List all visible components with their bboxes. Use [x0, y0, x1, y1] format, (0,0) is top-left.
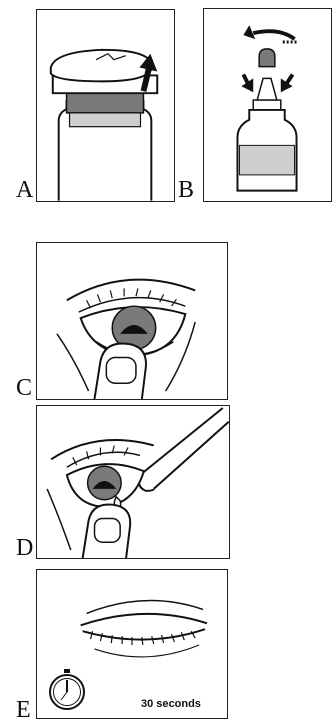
step-c-panel — [36, 242, 228, 400]
dropper-bottle-illustration — [204, 9, 331, 201]
step-b-panel — [203, 8, 332, 202]
stopwatch-icon — [47, 668, 87, 712]
duration-caption: 30 seconds — [141, 698, 201, 710]
step-letter-d: D — [16, 536, 33, 560]
step-letter-e: E — [16, 698, 31, 722]
step-d-panel — [36, 405, 230, 559]
lower-eyelid-pull-illustration — [37, 243, 227, 399]
step-a-panel — [36, 9, 175, 202]
step-e-panel: 30 seconds — [36, 569, 228, 719]
step-letter-c: C — [16, 376, 32, 400]
step-letter-a: A — [16, 178, 33, 202]
step-letter-b: B — [178, 178, 194, 202]
apply-drop-illustration — [37, 406, 229, 558]
vial-cap-open-illustration — [37, 10, 174, 201]
